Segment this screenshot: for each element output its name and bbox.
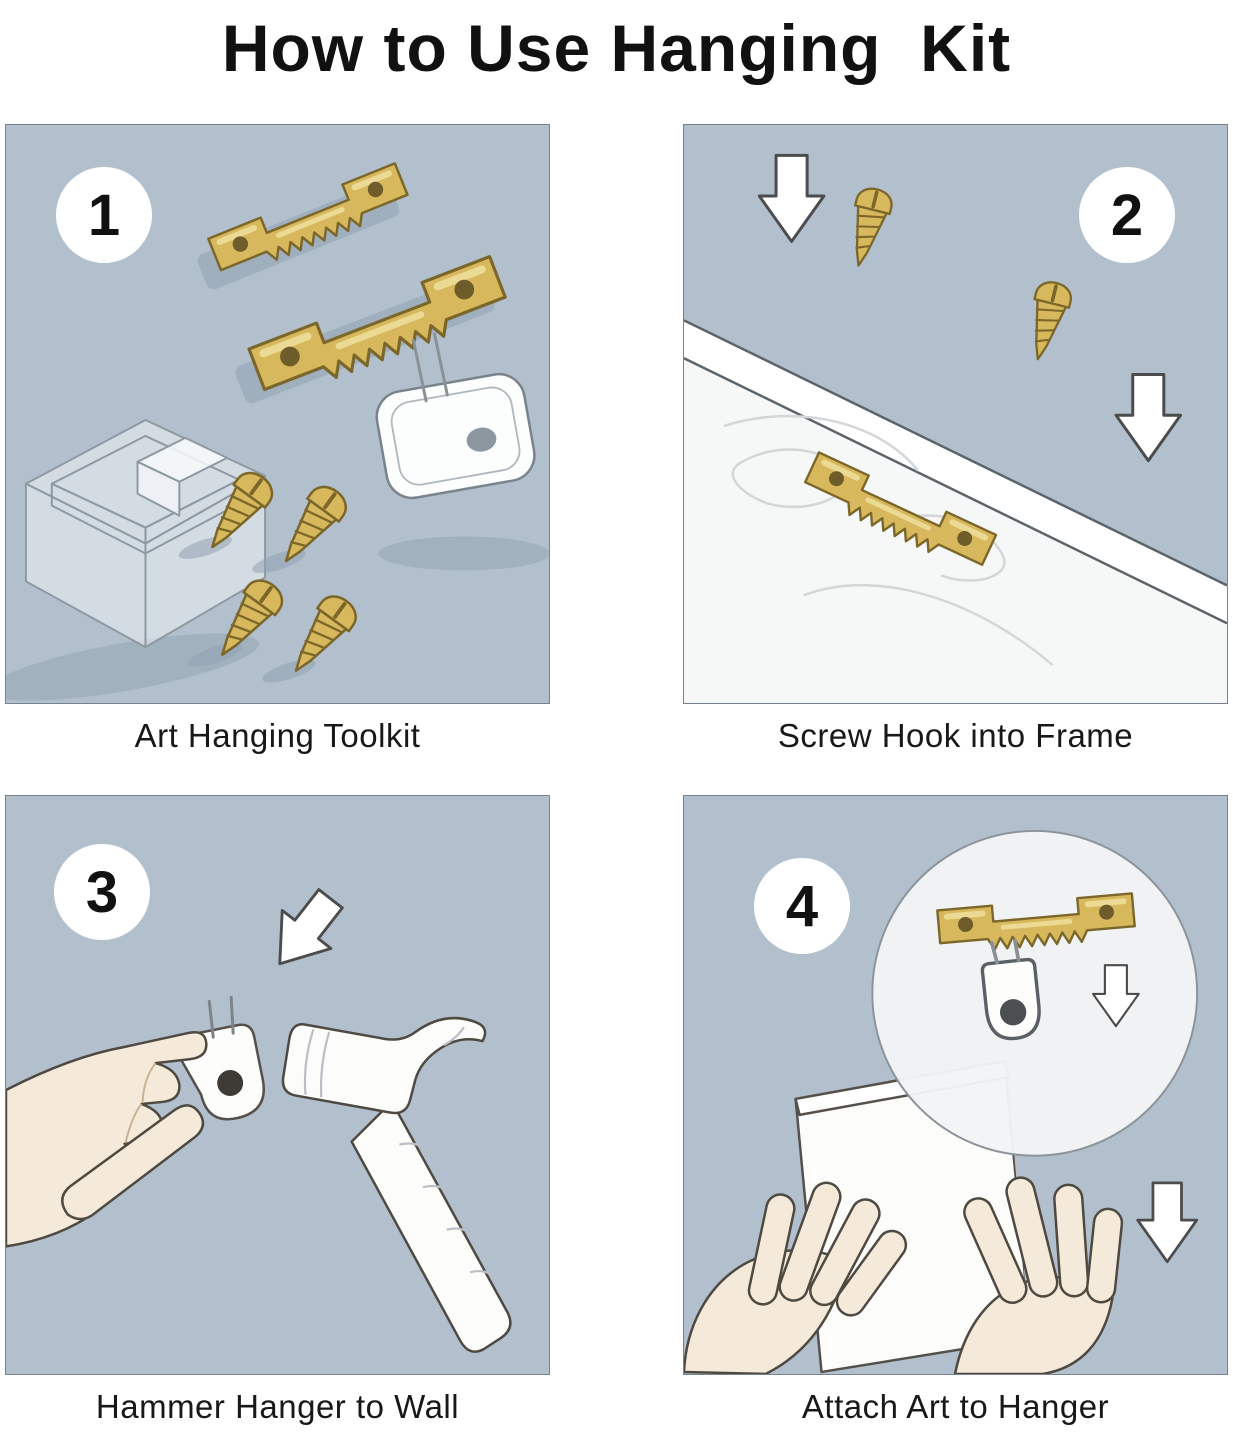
right-hand [953,1176,1124,1374]
panel-grid: 1 Art Hanging Toolkit [0,124,1233,1426]
hammer-to-wall-illustration [6,878,512,1353]
step-number: 3 [85,859,119,925]
panel-caption: Hammer Hanger to Wall [95,1388,460,1425]
left-hand [684,1181,908,1374]
step-number-badge: 3 [54,844,150,940]
hammer-handle [350,1100,512,1353]
step-number: 2 [1110,182,1144,248]
panel-caption: Attach Art to Hanger [801,1388,1110,1425]
step-number-badge: 4 [754,858,850,954]
screw-into-frame-illustration [684,153,1227,703]
attach-art-illustration [684,829,1199,1374]
down-arrow-icon [757,153,826,243]
wall-hook [375,333,536,500]
down-arrow-icon [1136,1181,1199,1264]
step-1: 1 Art Hanging Toolkit [5,124,550,755]
step-3: 3 Hammer Hanger to Wall [5,795,550,1426]
step-4: 4 Attach Art to Hanger [683,795,1228,1426]
step-2: 2 Screw Hook into Frame [683,124,1228,755]
wood-grain [892,514,1006,582]
hammer-head [281,1016,487,1115]
panel-4: 4 [683,795,1228,1375]
page-title: How to Use Hanging Kit [221,11,1012,85]
screw [1018,277,1076,366]
screws [178,464,365,685]
shadow [6,633,260,701]
hand [6,1031,208,1248]
step-number: 4 [785,873,819,939]
magnifier-circle [871,829,1199,1157]
panel-1: 1 [5,124,550,704]
panel-2: 2 [683,124,1228,704]
wood-grain [803,583,1054,667]
panel-3: 3 [5,795,550,1375]
step-number-badge: 1 [56,167,152,263]
panel-caption: Art Hanging Toolkit [134,717,421,754]
wood-grain [723,414,920,472]
toolkit-illustration [6,162,549,701]
shadow [378,536,549,571]
down-left-arrow-icon [253,878,357,985]
step-number-badge: 2 [1079,167,1175,263]
down-arrow-icon [1114,373,1183,463]
panel-caption: Screw Hook into Frame [777,717,1134,754]
hammer [281,1016,512,1353]
frame-board [684,319,1227,703]
wood-grain [731,448,846,509]
screw [839,183,897,272]
thumb [61,1104,205,1221]
step-number: 1 [87,182,121,248]
